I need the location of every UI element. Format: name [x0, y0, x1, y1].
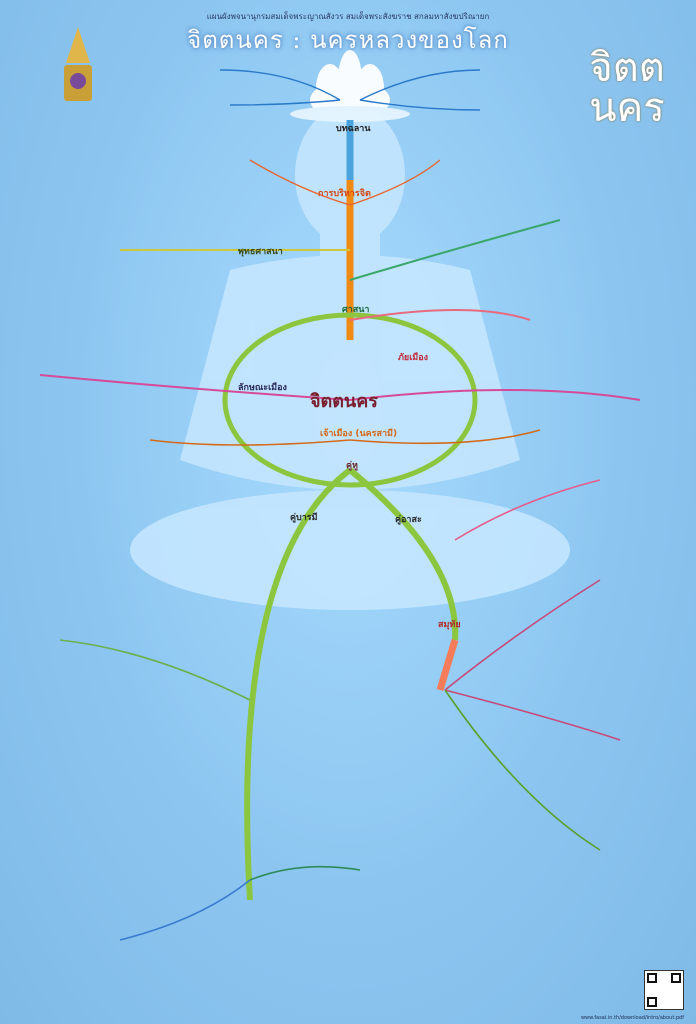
core-ring — [222, 312, 478, 488]
logo-text: จิตตนคร — [589, 45, 665, 131]
node-top-lotus: บทฉลาน — [336, 124, 371, 134]
qr-code — [644, 970, 684, 1010]
header-top-line: แผนผังพจนานุกรมสมเด็จพระญาณสังวร สมเด็จพ… — [206, 12, 490, 21]
node-hero: คู่บารมี — [290, 513, 318, 523]
arch-right — [348, 467, 459, 641]
buddha-silhouette — [130, 105, 570, 610]
royal-emblem — [64, 27, 92, 101]
node-samudaya: สมุทัย — [438, 620, 461, 630]
branches — [39, 69, 641, 941]
node-enemy: คู่อาสะ — [395, 515, 422, 525]
node-teaching: ศาสนา — [342, 305, 370, 315]
node-traits: ลักษณะเมือง — [238, 383, 287, 393]
footer-url: www.fasai.in.th/download/intro/about.pdf — [580, 1015, 684, 1021]
arch-left — [244, 467, 352, 901]
node-danger: ภัยเมือง — [398, 353, 429, 363]
page-title: จิตตนคร : นครหลวงของโลก — [187, 26, 509, 54]
node-practice: การบริหารจิต — [318, 189, 371, 199]
core-label: จิตตนคร — [310, 391, 378, 412]
samudaya-stem — [436, 638, 459, 692]
node-buddhaguna: พุทธศาสนา — [238, 247, 283, 257]
node-lord: เจ้าเมือง (นครสามี) — [320, 429, 398, 439]
node-pair: คู่หู — [346, 461, 358, 471]
